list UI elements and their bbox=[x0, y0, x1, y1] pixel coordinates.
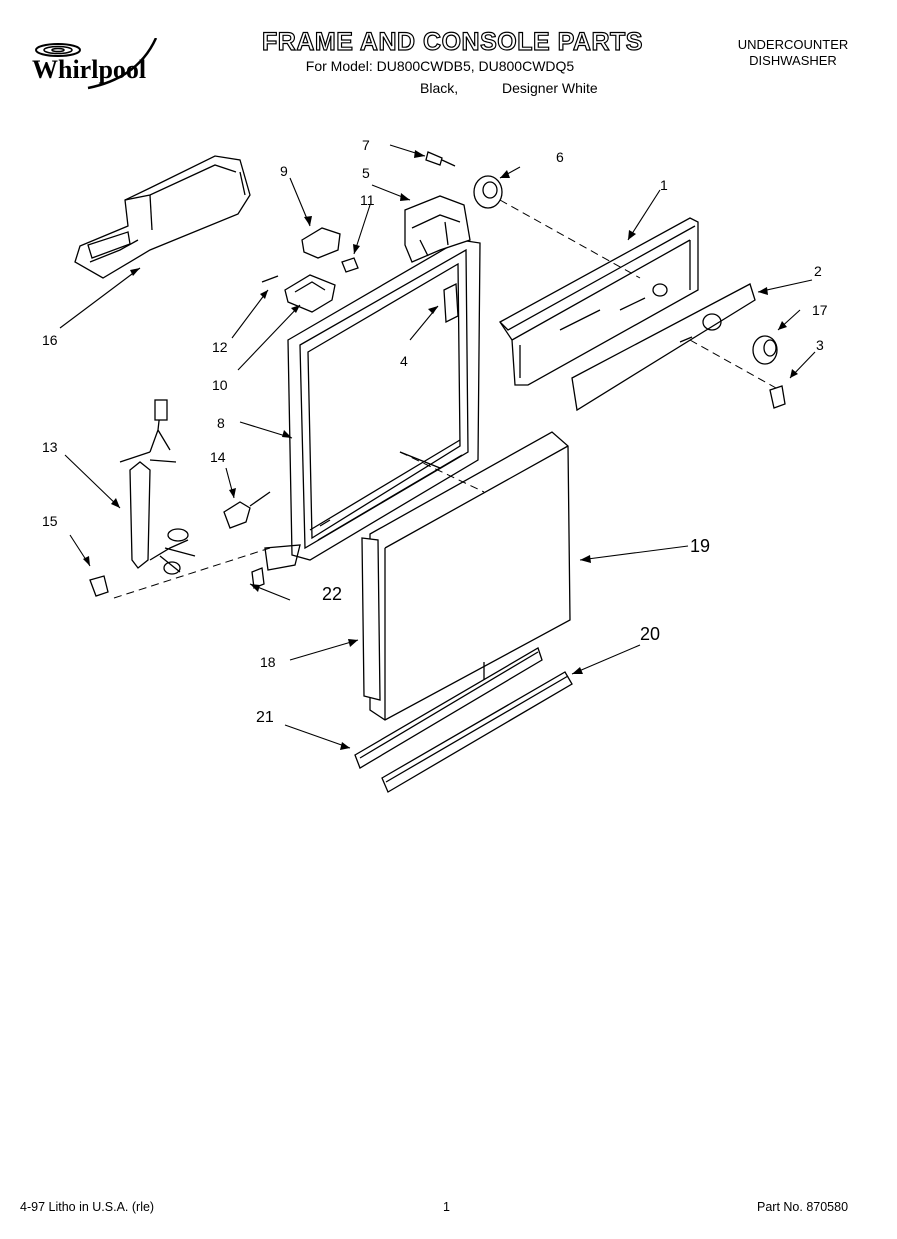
part-7-screw bbox=[425, 151, 456, 167]
color-black: Black, bbox=[420, 80, 459, 96]
color-designer-white: Designer White bbox=[502, 80, 598, 96]
part-12-pin bbox=[261, 275, 279, 283]
callout-7: 7 bbox=[362, 137, 370, 153]
part-3-clip bbox=[769, 385, 786, 409]
part-16-vent-housing bbox=[74, 155, 251, 279]
part-21-lower-trim bbox=[354, 647, 543, 769]
part-2-control-overlay bbox=[571, 283, 756, 412]
part-22-clip bbox=[251, 567, 265, 589]
page-title: FRAME AND CONSOLE PARTS bbox=[261, 27, 643, 56]
callout-2: 2 bbox=[814, 263, 822, 279]
print-info: 4-97 Litho in U.S.A. (rle) bbox=[20, 1200, 155, 1214]
callout-10: 10 bbox=[212, 377, 228, 393]
callout-1: 1 bbox=[660, 177, 668, 193]
callout-14: 14 bbox=[210, 449, 226, 465]
callout-8: 8 bbox=[217, 415, 225, 431]
callout-4: 4 bbox=[400, 353, 408, 369]
product-name: DISHWASHER bbox=[749, 53, 837, 68]
callout-21: 21 bbox=[256, 709, 274, 726]
part-13-wire-harness bbox=[119, 399, 196, 575]
part-17-knob bbox=[752, 335, 778, 365]
callout-19: 19 bbox=[690, 536, 710, 556]
part-9-switch bbox=[301, 227, 341, 259]
model-line: For Model: DU800CWDB5, DU800CWDQ5 bbox=[305, 58, 575, 74]
whirlpool-swirl-icon bbox=[35, 38, 158, 90]
callout-12: 12 bbox=[212, 339, 228, 355]
callout-13: 13 bbox=[42, 439, 58, 455]
callout-3: 3 bbox=[816, 337, 824, 353]
assembly-guide-lines bbox=[113, 199, 777, 599]
part-20-toe-trim bbox=[381, 671, 573, 793]
part-19-door-panel bbox=[369, 431, 571, 721]
leader-arrowheads bbox=[83, 150, 798, 750]
part-15-screw bbox=[89, 575, 109, 597]
callout-17: 17 bbox=[812, 302, 828, 318]
callout-20: 20 bbox=[640, 624, 660, 644]
part-18-door-insert bbox=[361, 537, 485, 701]
callout-18: 18 bbox=[260, 654, 276, 670]
product-type: UNDERCOUNTER bbox=[737, 37, 849, 52]
part-10-bracket bbox=[284, 274, 336, 313]
callout-9: 9 bbox=[280, 163, 288, 179]
callout-11: 11 bbox=[360, 192, 375, 208]
callout-16: 16 bbox=[42, 332, 58, 348]
brand-name: Whirlpool bbox=[32, 55, 146, 84]
page-number: 1 bbox=[443, 1200, 450, 1214]
callout-15: 15 bbox=[42, 513, 58, 529]
part-14-switch bbox=[223, 491, 271, 529]
part-number: Part No. 870580 bbox=[757, 1200, 849, 1214]
callout-5: 5 bbox=[362, 165, 370, 181]
part-1-console-panel bbox=[499, 217, 699, 386]
part-6-latch-knob bbox=[473, 175, 503, 209]
callout-22: 22 bbox=[322, 584, 342, 604]
part-11-clip bbox=[341, 257, 359, 273]
part-4-strike bbox=[443, 282, 459, 324]
part-8-door-frame bbox=[264, 239, 481, 571]
whirlpool-logo: Whirlpool bbox=[32, 38, 158, 90]
callout-6: 6 bbox=[556, 149, 564, 165]
part-5-latch-bracket bbox=[404, 195, 471, 263]
